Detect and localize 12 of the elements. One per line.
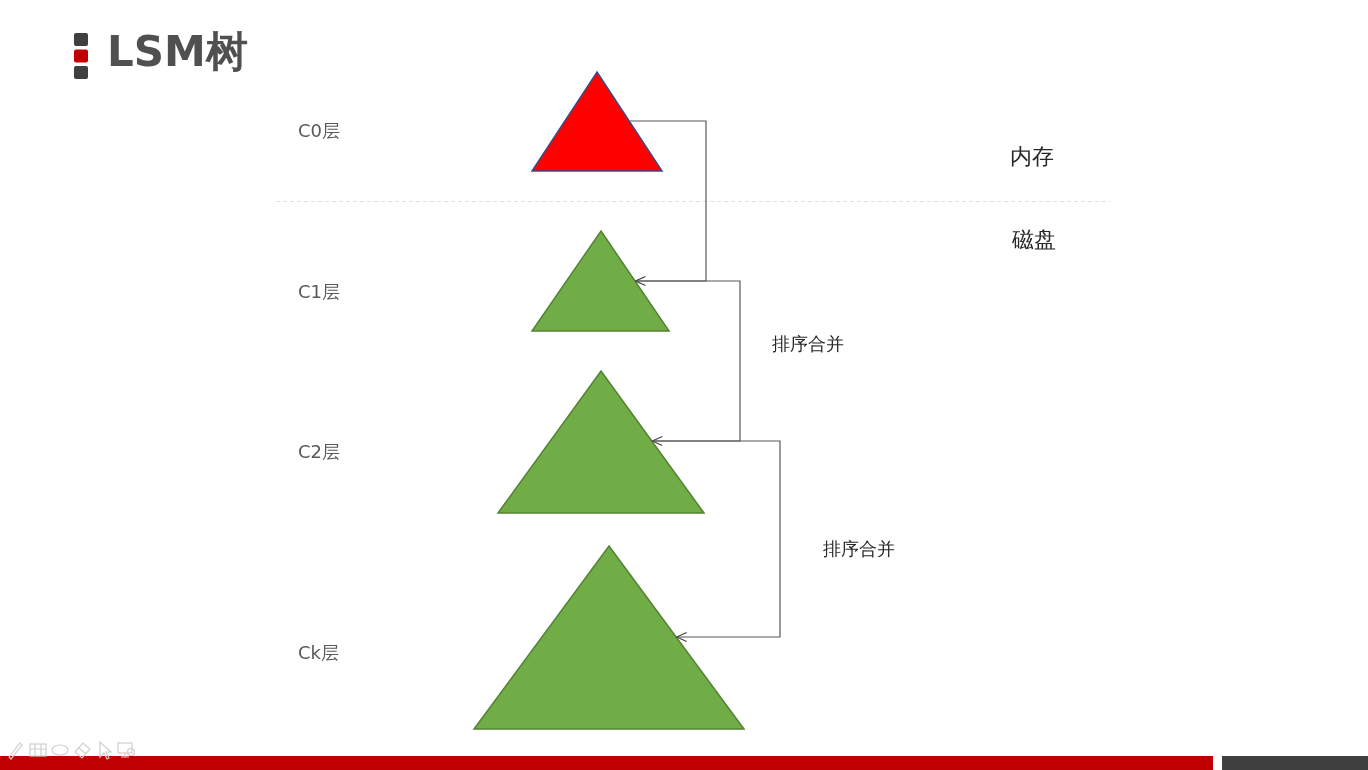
storage-label: 磁盘 <box>1012 226 1056 254</box>
storage-label: 内存 <box>1010 143 1054 171</box>
connector-arrow <box>629 120 707 287</box>
slide-title: LSM树 <box>107 28 248 77</box>
layer-label: Ck层 <box>298 642 339 664</box>
edge-label: 排序合并 <box>821 538 897 560</box>
layer-label: C0层 <box>298 120 341 142</box>
connector-arrow <box>651 440 781 643</box>
connector-arrow <box>634 280 741 447</box>
layer-label: C1层 <box>298 281 341 303</box>
layer-label: C2层 <box>298 441 341 463</box>
edge-label: 排序合并 <box>770 333 846 355</box>
